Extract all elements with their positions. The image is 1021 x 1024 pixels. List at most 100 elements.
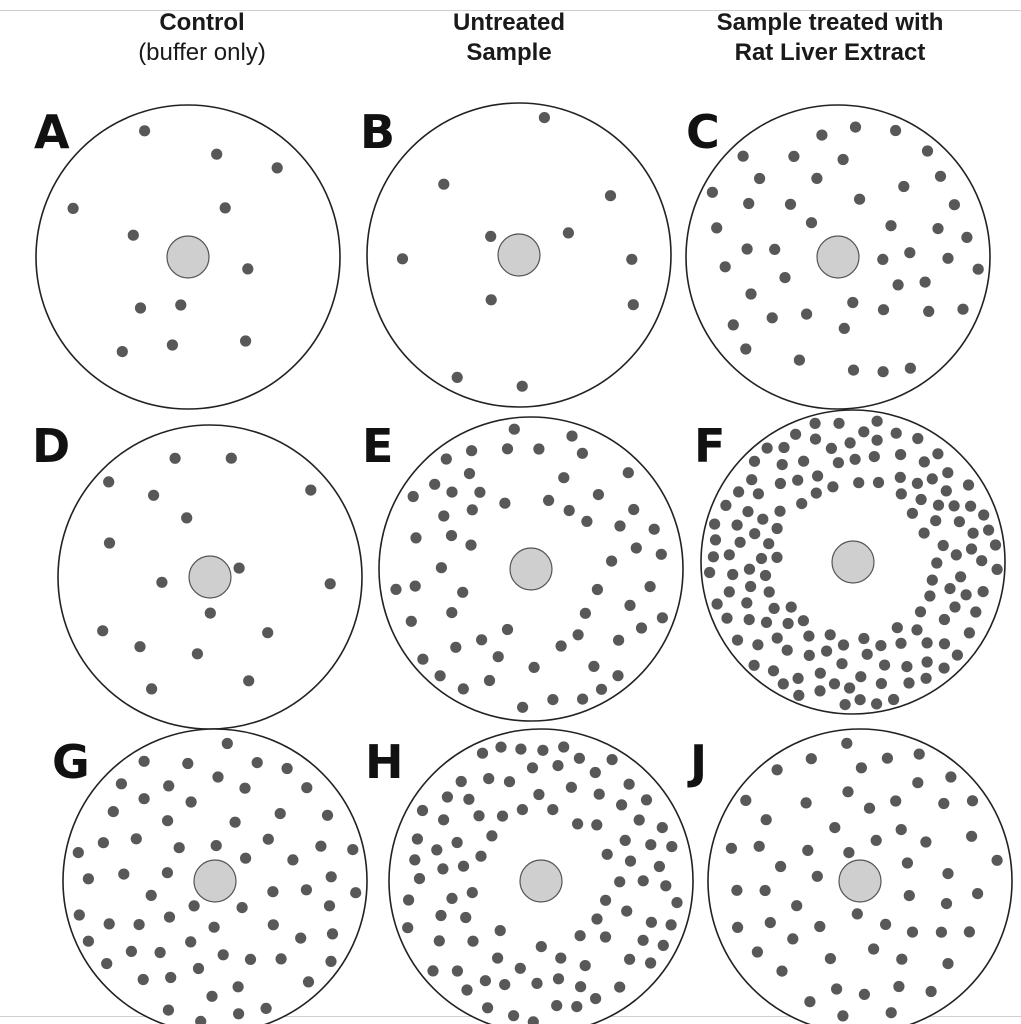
colony-dot <box>753 840 765 852</box>
colony-dot <box>107 806 119 818</box>
colony-dot <box>626 253 638 265</box>
plate-d <box>57 424 363 730</box>
colony-dot <box>671 897 683 909</box>
colony-dot <box>533 788 545 801</box>
colony-dot <box>492 651 504 663</box>
colony-dot <box>396 253 409 265</box>
colony-dot <box>240 335 252 347</box>
colony-dot <box>130 833 142 845</box>
colony-dot <box>940 898 953 910</box>
colony-dot <box>743 563 756 575</box>
colony-dot <box>792 474 804 486</box>
colony-dot <box>558 741 570 753</box>
colony-dot <box>932 499 945 511</box>
colony-dot <box>890 427 902 439</box>
colony-dot <box>405 615 417 627</box>
colony-dot <box>267 919 279 931</box>
colony-dot <box>188 900 200 912</box>
colony-dot <box>635 622 648 634</box>
header-treated-line2: Rat Liver Extract <box>734 39 926 66</box>
colony-dot <box>895 449 907 461</box>
plate-h <box>388 728 694 1024</box>
colony-dot <box>776 965 788 977</box>
colony-dot <box>251 757 263 769</box>
header-treated-line1: Sample treated with <box>716 9 944 36</box>
colony-dot <box>182 757 194 770</box>
colony-dot <box>827 481 839 493</box>
colony-dot <box>731 884 743 896</box>
colony-dot <box>97 837 109 849</box>
colony-dot <box>965 543 978 555</box>
colony-dot <box>492 952 504 964</box>
center-well <box>188 555 232 599</box>
colony-dot <box>350 887 362 899</box>
colony-dot <box>437 863 449 875</box>
colony-dot <box>115 778 127 790</box>
colony-dot <box>791 900 803 912</box>
colony-dot <box>73 909 85 921</box>
header-control-line2: (buffer only) <box>138 39 266 66</box>
colony-dot <box>429 478 441 490</box>
colony-dot <box>991 563 1003 576</box>
colony-dot <box>731 634 744 646</box>
colony-dot <box>555 640 567 652</box>
colony-dot <box>803 649 815 662</box>
colony-dot <box>938 662 950 674</box>
colony-dot <box>737 150 749 162</box>
colony-dot <box>516 380 528 392</box>
colony-dot <box>460 911 472 924</box>
header-treated: Sample treated with Rat Liver Extract <box>660 8 1000 68</box>
colony-dot <box>911 477 924 489</box>
colony-dot <box>446 486 458 498</box>
colony-dot <box>175 299 187 311</box>
plate-letter-j: J <box>687 735 707 789</box>
colony-dot <box>495 741 507 753</box>
colony-dot <box>116 346 128 358</box>
colony-dot <box>210 840 222 852</box>
colony-dot <box>503 776 516 788</box>
colony-dot <box>192 962 205 975</box>
colony-dot <box>901 857 914 869</box>
plate-j <box>707 728 1013 1024</box>
colony-dot <box>624 953 636 965</box>
colony-dot <box>403 894 415 906</box>
colony-dot <box>446 892 458 905</box>
colony-dot <box>457 860 470 872</box>
colony-dot <box>552 760 564 772</box>
colony-dot <box>622 467 634 479</box>
colony-dot <box>467 935 479 947</box>
colony-dot <box>463 793 475 805</box>
colony-dot <box>837 639 850 651</box>
colony-dot <box>457 586 469 598</box>
colony-dot <box>836 658 848 670</box>
center-well <box>519 859 563 903</box>
colony-dot <box>302 976 315 988</box>
colony-dot <box>463 468 476 480</box>
colony-dot <box>781 644 793 656</box>
colony-dot <box>711 598 723 610</box>
colony-dot <box>236 902 248 914</box>
colony-dot <box>844 437 856 449</box>
colony-dot <box>963 627 976 639</box>
colony-dot <box>438 510 450 522</box>
colony-dot <box>606 754 618 766</box>
colony-dot <box>191 648 203 660</box>
colony-dot <box>871 415 883 427</box>
colony-dot <box>707 551 720 563</box>
colony-dot <box>211 148 223 160</box>
colony-dot <box>911 624 923 636</box>
colony-dot <box>854 694 866 706</box>
colony-dot <box>938 613 951 626</box>
colony-dot <box>574 930 586 942</box>
colony-dot <box>528 661 540 674</box>
colony-dot <box>575 981 587 993</box>
colony-dot <box>558 472 570 484</box>
colony-dot <box>233 562 245 574</box>
colony-dot <box>417 653 429 665</box>
colony-dot <box>953 516 966 528</box>
colony-dot <box>948 500 960 512</box>
colony-dot <box>798 455 810 467</box>
colony-dot <box>655 548 667 560</box>
colony-dot <box>653 860 666 873</box>
colony-dot <box>466 445 478 457</box>
